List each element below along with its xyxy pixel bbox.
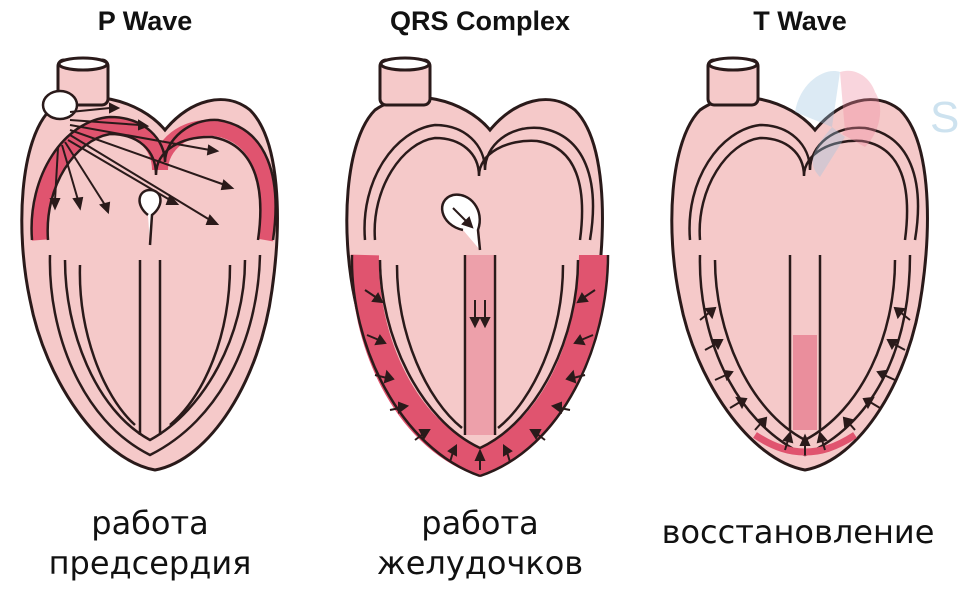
t-wave-caption-line1: восстановление (638, 512, 958, 552)
t-wave-title: T Wave (640, 6, 960, 37)
p-wave-caption-line1: работа (0, 503, 300, 543)
heart-diagram-p-wave (10, 50, 300, 480)
heart-diagram-qrs-complex (335, 50, 625, 480)
watermark-letter: S (930, 93, 959, 142)
qrs-complex-caption-line1: работа (320, 503, 640, 543)
p-wave-title: P Wave (0, 6, 305, 37)
qrs-complex-caption-line2: желудочков (320, 543, 640, 583)
watermark-logo: S (770, 52, 965, 202)
t-wave-caption: восстановление (638, 512, 958, 552)
qrs-complex-caption: работа желудочков (320, 503, 640, 583)
sa-node-icon (43, 91, 77, 119)
p-wave-caption-line2: предсердия (0, 543, 300, 583)
qrs-complex-title: QRS Complex (320, 6, 640, 37)
p-wave-caption: работа предсердия (0, 503, 300, 583)
